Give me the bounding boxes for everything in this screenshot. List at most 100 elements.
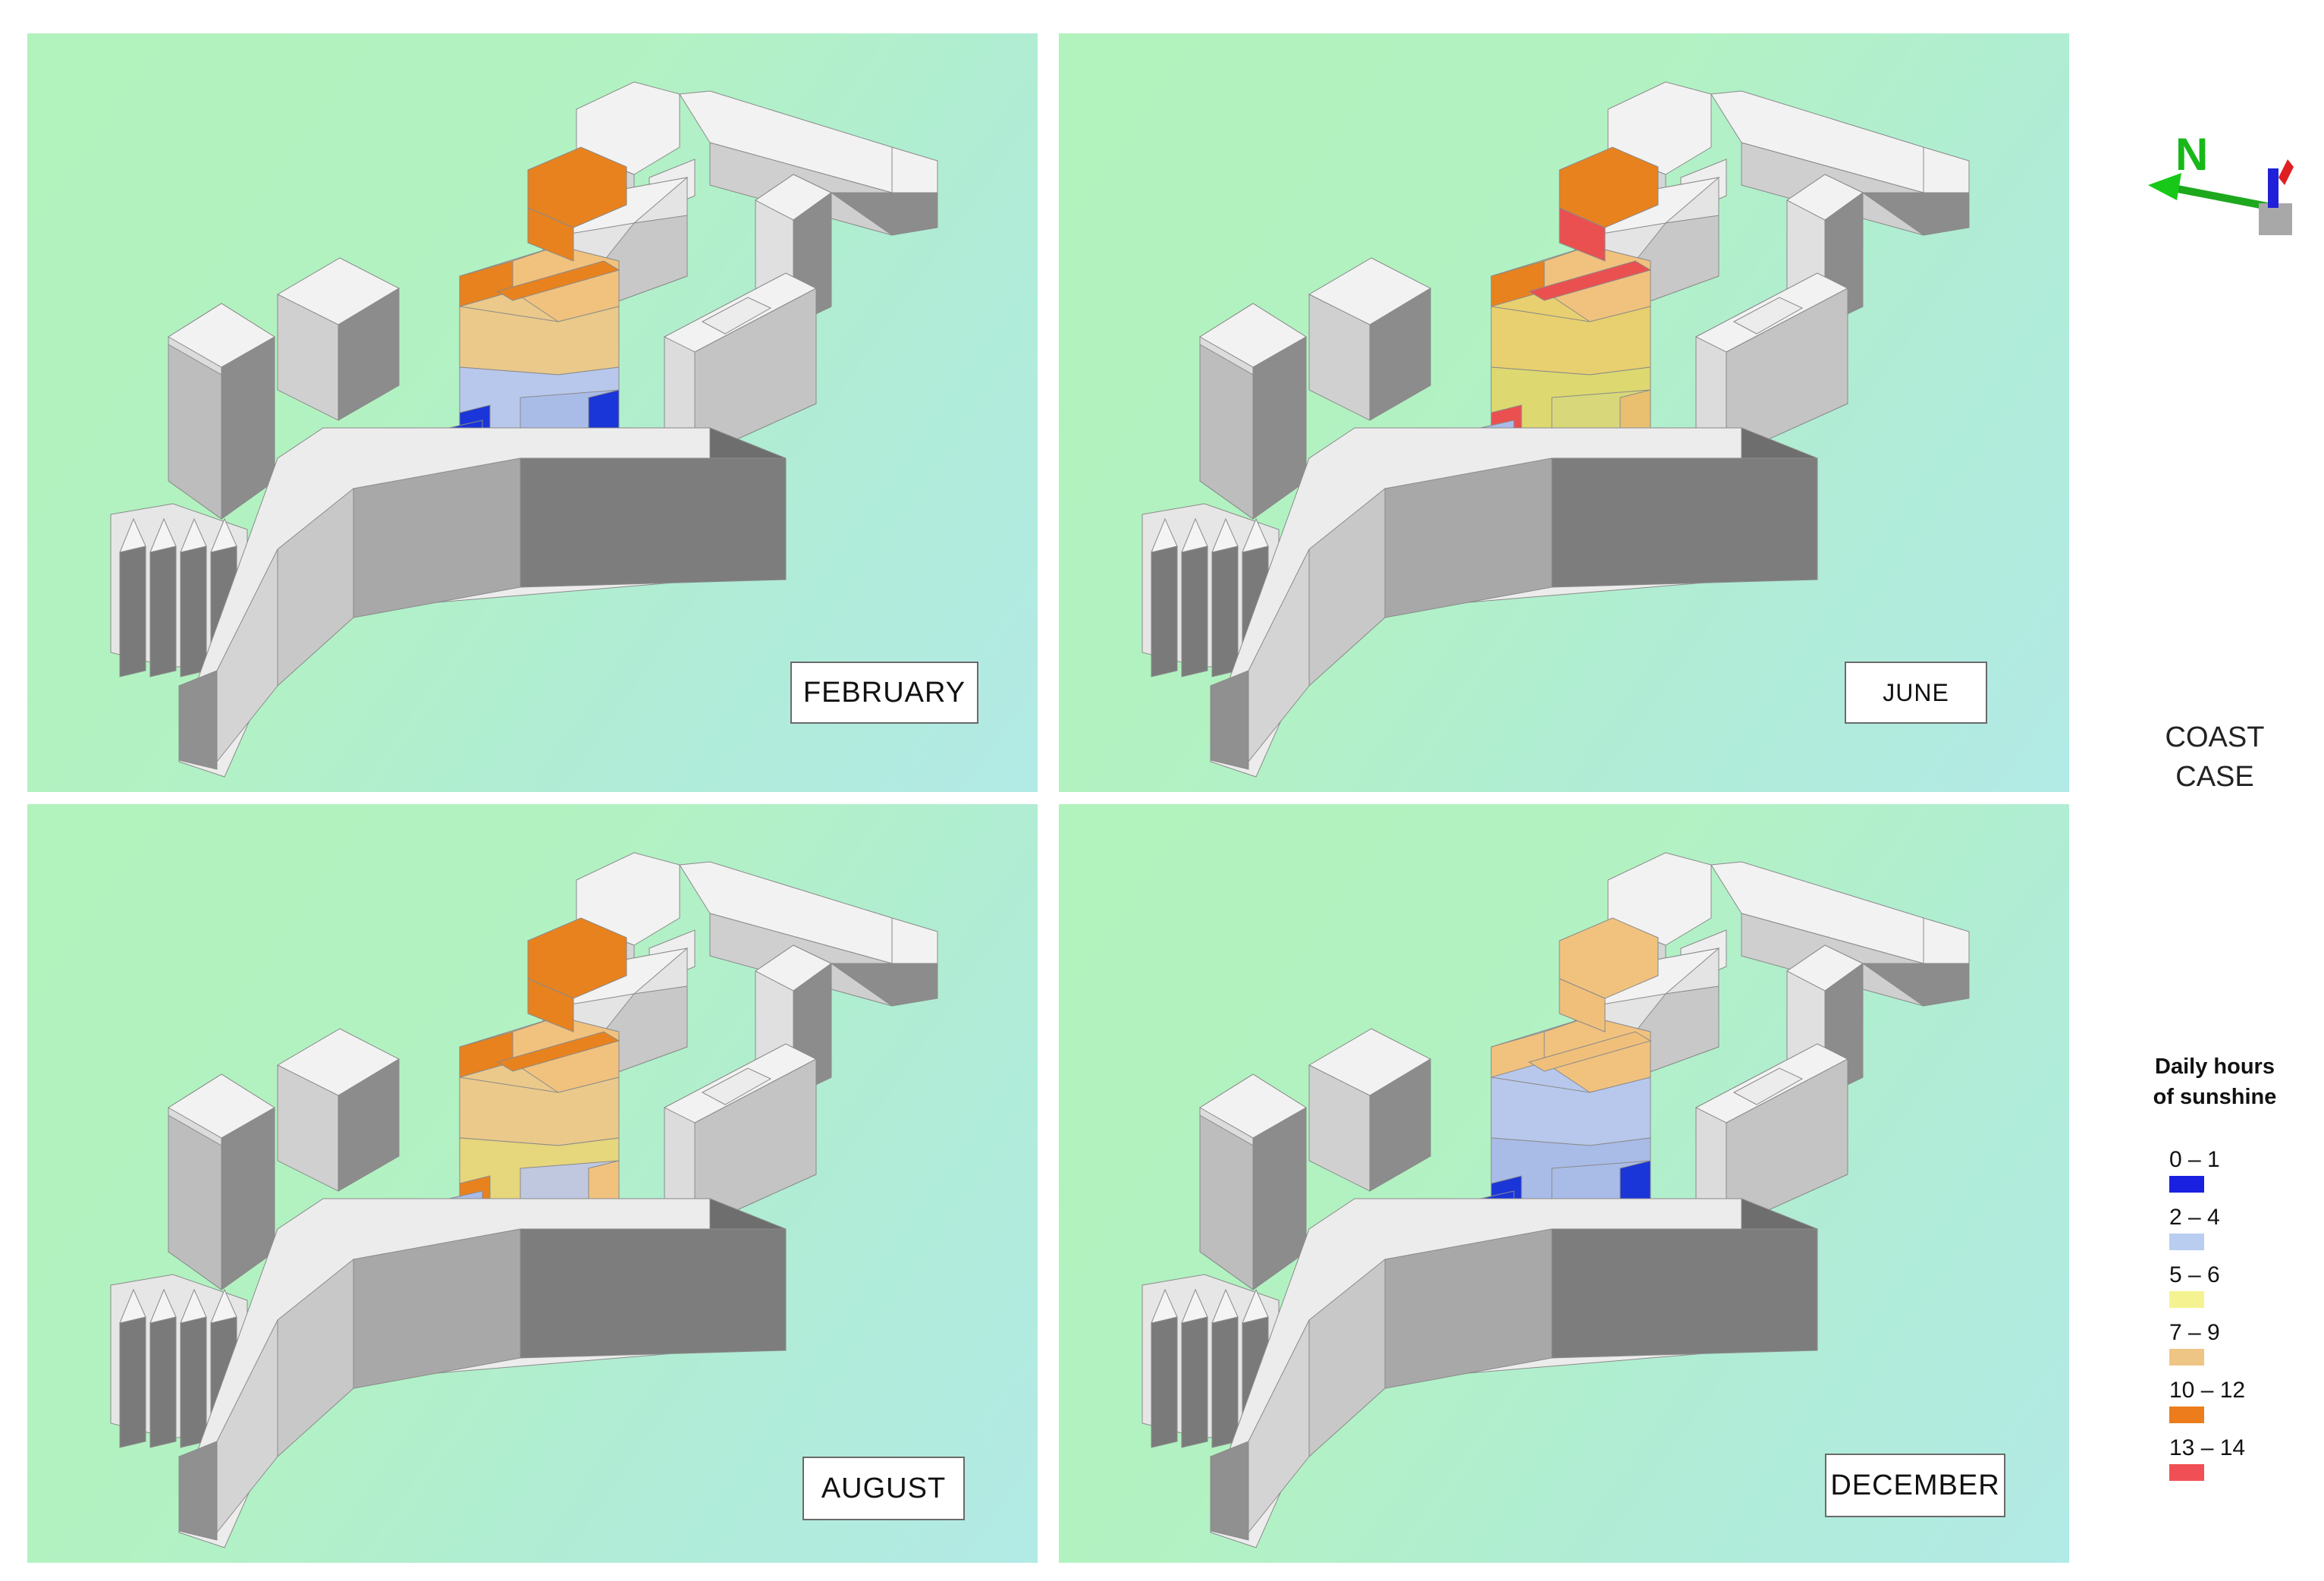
model-view <box>1142 81 1970 778</box>
target-building-face <box>1559 978 1606 1033</box>
building <box>1151 1316 1178 1448</box>
building-roof <box>180 1288 207 1324</box>
case-title-line: COAST <box>2165 721 2265 753</box>
building <box>338 288 400 421</box>
panel-june: JUNE <box>1059 33 2069 792</box>
building-roof <box>210 517 237 553</box>
target-building-face <box>527 978 574 1033</box>
building-curved-face <box>178 1441 218 1541</box>
month-label: FEBRUARY <box>790 662 978 724</box>
target-building-face <box>527 207 574 262</box>
legend-range: 0 – 1 <box>2169 1147 2220 1172</box>
building <box>119 545 146 677</box>
building-curved-face <box>1551 457 1818 588</box>
building <box>830 963 938 1007</box>
panel-december: DECEMBER <box>1059 804 2069 1563</box>
panel-august: AUGUST <box>27 804 1038 1563</box>
legend-range: 5 – 6 <box>2169 1262 2220 1287</box>
building <box>1199 344 1254 520</box>
building-roof <box>1151 1288 1178 1324</box>
building <box>1369 288 1431 421</box>
building-roof <box>180 517 207 553</box>
building-roof <box>1923 146 1970 193</box>
legend-range: 13 – 14 <box>2169 1435 2246 1460</box>
panel-february: FEBRUARY <box>27 33 1038 792</box>
building-roof <box>1242 1288 1269 1324</box>
legend-range: 2 – 4 <box>2169 1205 2220 1230</box>
legend-item: 13 – 14 <box>2169 1435 2291 1481</box>
month-label: AUGUST <box>802 1457 965 1520</box>
building-roof <box>119 517 146 553</box>
building-roof <box>1242 517 1269 553</box>
building <box>1211 545 1239 677</box>
building-roof <box>1923 917 1970 964</box>
building <box>1861 192 1970 236</box>
building <box>830 192 938 236</box>
case-title-line: CASE <box>2175 761 2254 793</box>
building-roof <box>149 1288 177 1324</box>
building-roof <box>119 1288 146 1324</box>
legend-item: 5 – 6 <box>2169 1262 2291 1308</box>
building-curved-face <box>1210 670 1249 770</box>
building-curved-face <box>520 1228 787 1359</box>
building <box>1199 1114 1254 1290</box>
building <box>180 1316 207 1448</box>
legend-swatch <box>2169 1234 2204 1250</box>
building <box>180 545 207 677</box>
legend-item: 0 – 1 <box>2169 1147 2291 1193</box>
model-view <box>110 852 938 1548</box>
building <box>1369 1058 1431 1192</box>
building <box>1732 297 1804 335</box>
legend-item: 10 – 12 <box>2169 1378 2291 1423</box>
target-building-roof <box>1528 1031 1652 1072</box>
building <box>694 1058 817 1230</box>
building <box>168 1114 222 1290</box>
building-roof <box>210 1288 237 1324</box>
legend-range: 10 – 12 <box>2169 1378 2246 1403</box>
north-label: N <box>2175 129 2208 180</box>
building <box>1181 545 1208 677</box>
building-curved-face <box>520 457 787 588</box>
target-building-face <box>1559 207 1606 262</box>
legend-item: 2 – 4 <box>2169 1205 2291 1250</box>
month-label: JUNE <box>1845 662 1987 724</box>
building-roof <box>1181 1288 1208 1324</box>
legend-title-line: Daily hours <box>2155 1055 2275 1079</box>
building-roof <box>891 146 938 193</box>
building <box>1732 1067 1804 1105</box>
case-title: COAST CASE <box>2139 718 2291 797</box>
building <box>1861 963 1970 1007</box>
legend-swatch <box>2169 1176 2204 1193</box>
building <box>168 344 222 520</box>
building <box>701 297 772 335</box>
building <box>701 1067 772 1105</box>
target-building-roof <box>496 260 620 301</box>
legend-swatch <box>2169 1349 2204 1366</box>
building-curved-face <box>178 670 218 770</box>
building-curved-face <box>1210 1441 1249 1541</box>
target-building-roof <box>496 1031 620 1072</box>
north-arrow-icon: N <box>2148 129 2294 235</box>
legend-swatch <box>2169 1407 2204 1423</box>
building <box>149 545 177 677</box>
month-label: DECEMBER <box>1825 1454 2005 1517</box>
legend-range: 7 – 9 <box>2169 1320 2220 1345</box>
building-roof <box>1211 1288 1239 1324</box>
building <box>149 1316 177 1448</box>
building-curved-face <box>1551 1228 1818 1359</box>
legend-item: 7 – 9 <box>2169 1320 2291 1366</box>
building <box>694 288 817 459</box>
building-roof <box>1211 517 1239 553</box>
model-view <box>1142 852 1970 1548</box>
model-view <box>110 81 938 778</box>
building-roof <box>891 917 938 964</box>
building <box>1181 1316 1208 1448</box>
building <box>338 1058 400 1192</box>
building <box>1726 1058 1848 1230</box>
legend-title: Daily hours of sunshine <box>2124 1051 2306 1112</box>
building <box>119 1316 146 1448</box>
building <box>1726 288 1848 459</box>
building <box>1151 545 1178 677</box>
target-building-roof <box>1528 260 1652 301</box>
legend-title-line: of sunshine <box>2153 1085 2277 1109</box>
